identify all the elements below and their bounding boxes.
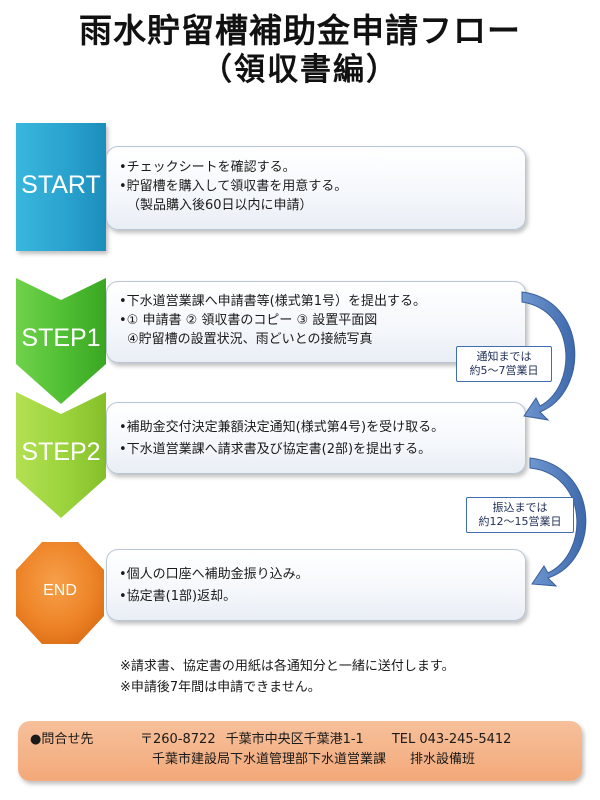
- step2-line-1: •補助金交付決定兼額決定通知(様式第4号)を受け取る。: [119, 420, 445, 435]
- start-description-box: •チェックシートを確認する。 •貯留槽を購入して領収書を用意する。 （製品購入後…: [106, 146, 526, 230]
- step1-chevron-shape: STEP1: [16, 278, 106, 406]
- wait-badge-notification: 通知までは 約5～7営業日: [456, 346, 552, 382]
- wait-badge-1-line-2: 約5～7営業日: [469, 364, 539, 377]
- contact-line-2: 千葉市建設局下水道管理部下水道営業課 排水設備班: [30, 750, 570, 770]
- step2-line-2: •下水道営業課へ請求書及び協定書(2部)を提出する。: [119, 442, 432, 457]
- contact-box: ●問合せ先 〒260-8722 千葉市中央区千葉港1-1 TEL 043-245-54…: [18, 721, 582, 781]
- contact-phone: TEL 043-245-5412: [391, 732, 512, 747]
- end-line-1: •個人の口座へ補助金振り込み。: [119, 567, 309, 582]
- contact-team: 排水設備班: [410, 752, 476, 767]
- end-octagon-graphic: [16, 542, 104, 644]
- end-octagon-shape: END: [14, 540, 106, 646]
- wait-badge-1-line-1: 通知までは: [476, 350, 532, 363]
- note-1: ※請求書、協定書の用紙は各通知分と一緒に送付します。: [120, 659, 455, 674]
- start-line-2: •貯留槽を購入して領収書を用意する。: [119, 179, 348, 194]
- step1-line-1: •下水道営業課へ申請書等(様式第1号）を提出する。: [119, 294, 427, 309]
- end-line-2: •協定書(1部)返却。: [119, 589, 237, 604]
- start-line-1: •チェックシートを確認する。: [119, 160, 296, 175]
- step1-line-3: ④貯留槽の設置状況、雨どいとの接続写真: [127, 332, 373, 347]
- contact-department: 千葉市建設局下水道管理部下水道営業課: [152, 752, 387, 767]
- note-2: ※申請後7年間は申請できません。: [120, 680, 321, 695]
- contact-line-1: ●問合せ先 〒260-8722 千葉市中央区千葉港1-1 TEL 043-245-54…: [30, 730, 570, 750]
- start-shape: START: [16, 123, 106, 251]
- start-label: START: [21, 171, 101, 199]
- step1-label: STEP1: [21, 324, 101, 352]
- contact-address: 千葉市中央区千葉港1-1: [225, 732, 364, 747]
- step2-chevron-graphic: [16, 392, 106, 518]
- step2-chevron-shape: STEP2: [16, 392, 106, 520]
- step1-description-box: •下水道営業課へ申請書等(様式第1号）を提出する。 •① 申請書 ② 領収書のコ…: [106, 281, 526, 363]
- notes: ※請求書、協定書の用紙は各通知分と一緒に送付します。 ※申請後7年間は申請できま…: [120, 656, 455, 698]
- contact-postal-code: 〒260-8722: [140, 732, 216, 747]
- wait-badge-transfer: 振込までは 約12～15営業日: [466, 497, 574, 533]
- step2-description-box: •補助金交付決定兼額決定通知(様式第4号)を受け取る。 •下水道営業課へ請求書及…: [106, 402, 526, 474]
- step2-label: STEP2: [21, 438, 101, 466]
- step1-chevron-graphic: [16, 278, 106, 404]
- page-subtitle: （領収書編）: [201, 52, 399, 88]
- start-line-3: （製品購入後60日以内に申請）: [127, 198, 313, 213]
- end-label: END: [43, 582, 77, 599]
- wait-badge-2-line-2: 約12～15営業日: [478, 515, 562, 528]
- step1-line-2: •① 申請書 ② 領収書のコピー ③ 設置平面図: [119, 313, 378, 328]
- wait-badge-2-line-1: 振込までは: [492, 501, 548, 514]
- page-title: 雨水貯留槽補助金申請フロー: [79, 11, 521, 50]
- contact-label: ●問合せ先: [30, 732, 94, 747]
- end-description-box: •個人の口座へ補助金振り込み。 •協定書(1部)返却。: [106, 549, 526, 621]
